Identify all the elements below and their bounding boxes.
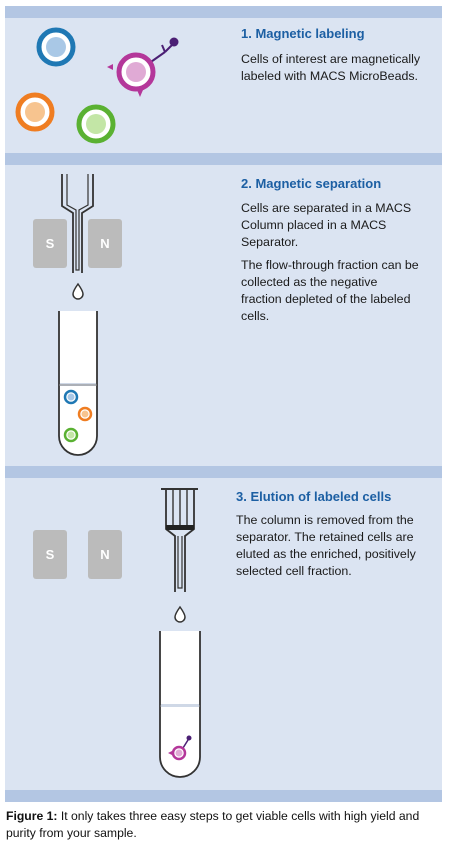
labeling-illustration xyxy=(15,27,179,144)
cell-orange-nucleus xyxy=(25,102,45,122)
antibody-in-tube xyxy=(182,739,189,749)
band-2-3 xyxy=(5,466,442,478)
cell-orange-in-tube-nucleus xyxy=(81,410,89,418)
column-outer-right xyxy=(81,174,94,273)
plunger-seal xyxy=(166,525,194,530)
magnet-south-step-3: S xyxy=(33,530,67,579)
column-outer xyxy=(61,174,74,273)
tube-step-3 xyxy=(159,631,201,778)
cell-green-nucleus xyxy=(86,114,106,134)
step-2-title: 2. Magnetic separation xyxy=(241,176,382,191)
step-3-title: 3. Elution of labeled cells xyxy=(236,489,392,504)
step-2-paragraph-2: The flow-through fraction can be collect… xyxy=(241,258,419,323)
column-outer-step-3 xyxy=(165,489,176,592)
step-1-paragraph-1: Cells of interest are magnetically label… xyxy=(241,52,421,83)
receptor-bottom xyxy=(137,90,143,97)
antibody-arm xyxy=(161,44,166,53)
microbead-in-tube xyxy=(186,735,192,741)
column-inner xyxy=(66,174,89,271)
magnet-north-step-2: N xyxy=(88,219,122,268)
drop xyxy=(72,282,84,300)
cell-magenta-nucleus xyxy=(126,62,146,82)
receptor-left xyxy=(107,64,113,70)
receptor-in-tube xyxy=(168,751,172,755)
caption-label: Figure 1: xyxy=(6,809,58,823)
cell-blue-in-tube-nucleus xyxy=(67,393,75,401)
step-3-description: The column is removed from the separator… xyxy=(236,512,436,586)
step-2-description: Cells are separated in a MACS Column pla… xyxy=(241,200,419,331)
step-3-panel xyxy=(5,478,442,790)
column-inner-step-3 xyxy=(177,536,183,589)
separation-illustration xyxy=(58,174,98,456)
column-outer-right-step-3 xyxy=(184,489,195,592)
magnet-south-step-2: S xyxy=(33,219,67,268)
band-top xyxy=(5,6,442,18)
microbead xyxy=(169,37,179,47)
step-1-title: 1. Magnetic labeling xyxy=(241,26,365,41)
tube-liquid-step-3 xyxy=(161,704,199,707)
cell-blue-nucleus xyxy=(46,37,66,57)
magnet-north-step-3: N xyxy=(88,530,122,579)
figure-caption: Figure 1: It only takes three easy steps… xyxy=(6,808,446,842)
step-2-paragraph-1: Cells are separated in a MACS Column pla… xyxy=(241,201,412,249)
band-1-2 xyxy=(5,153,442,165)
cell-green-in-tube-nucleus xyxy=(67,431,75,439)
step-3-paragraph-1: The column is removed from the separator… xyxy=(236,513,416,578)
step-1-description: Cells of interest are magnetically label… xyxy=(241,51,421,91)
elution-illustration xyxy=(159,488,201,778)
drop-step-3 xyxy=(174,605,186,623)
caption-text: It only takes three easy steps to get vi… xyxy=(6,809,420,840)
band-bottom xyxy=(5,790,442,802)
cell-magenta-in-tube-nucleus xyxy=(175,749,183,757)
